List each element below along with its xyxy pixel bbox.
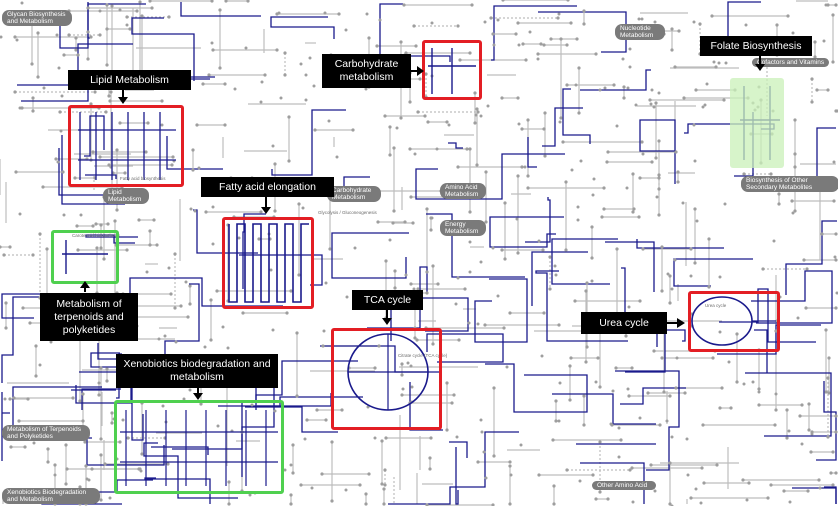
fatty-acid-region-box — [222, 217, 314, 309]
callout-tca: TCA cycle — [352, 290, 423, 310]
category-lipid-pill: Lipid Metabolism — [103, 188, 149, 204]
callout-carbohydrate: Carbohydrate metabolism — [322, 54, 411, 88]
xenobiotics-region-box — [114, 400, 284, 494]
category-other-amino-pill: Other Amino Acid — [592, 481, 656, 490]
fatty-acid-bio-label: Fatty acid biosynthesis — [120, 176, 166, 181]
callout-folate: Folate Biosynthesis — [700, 36, 812, 56]
category-cofactors-pill: Cofactors and Vitamins — [752, 58, 830, 67]
urea-inner-label: Urea cycle — [705, 303, 727, 308]
glycolysis-label: Glycolysis / Gluconeogenesis — [318, 210, 377, 215]
category-secondary-pill: Biosynthesis of Other Secondary Metaboli… — [741, 176, 838, 192]
callout-fatty-acid: Fatty acid elongation — [201, 177, 334, 197]
callout-lipid: Lipid Metabolism — [68, 70, 191, 90]
category-amino-acid-pill: Amino Acid Metabolism — [440, 183, 486, 199]
tca-inner-label: Citrate cycle (TCA cycle) — [398, 353, 448, 358]
callout-urea: Urea cycle — [581, 312, 667, 334]
category-carbohydrate-pill: Carbohydrate Metabolism — [327, 186, 381, 202]
tca-region-box — [331, 328, 442, 430]
category-terpenoids-pill: Metabolism of Terpenoids and Polyketides — [2, 425, 90, 441]
callout-xenobiotics: Xenobiotics biodegradation and metabolis… — [116, 354, 278, 388]
folate-region-fill — [730, 78, 784, 168]
category-nucleotide-pill: Nucleotide Metabolism — [615, 24, 665, 40]
callout-terpenoids: Metabolism of terpenoids and polyketides — [40, 293, 138, 341]
carotenoid-label: Carotenoid biosynthesis — [72, 233, 121, 238]
urea-region-box — [688, 291, 780, 352]
category-xenobiotics-pill: Xenobiotics Biodegradation and Metabolis… — [2, 488, 100, 504]
carbohydrate-region-box — [422, 40, 482, 100]
category-energy-pill: Energy Metabolism — [440, 220, 486, 236]
lipid-region-box — [68, 105, 184, 187]
category-glycan-pill: Glycan Biosynthesis and Metabolism — [2, 10, 72, 26]
